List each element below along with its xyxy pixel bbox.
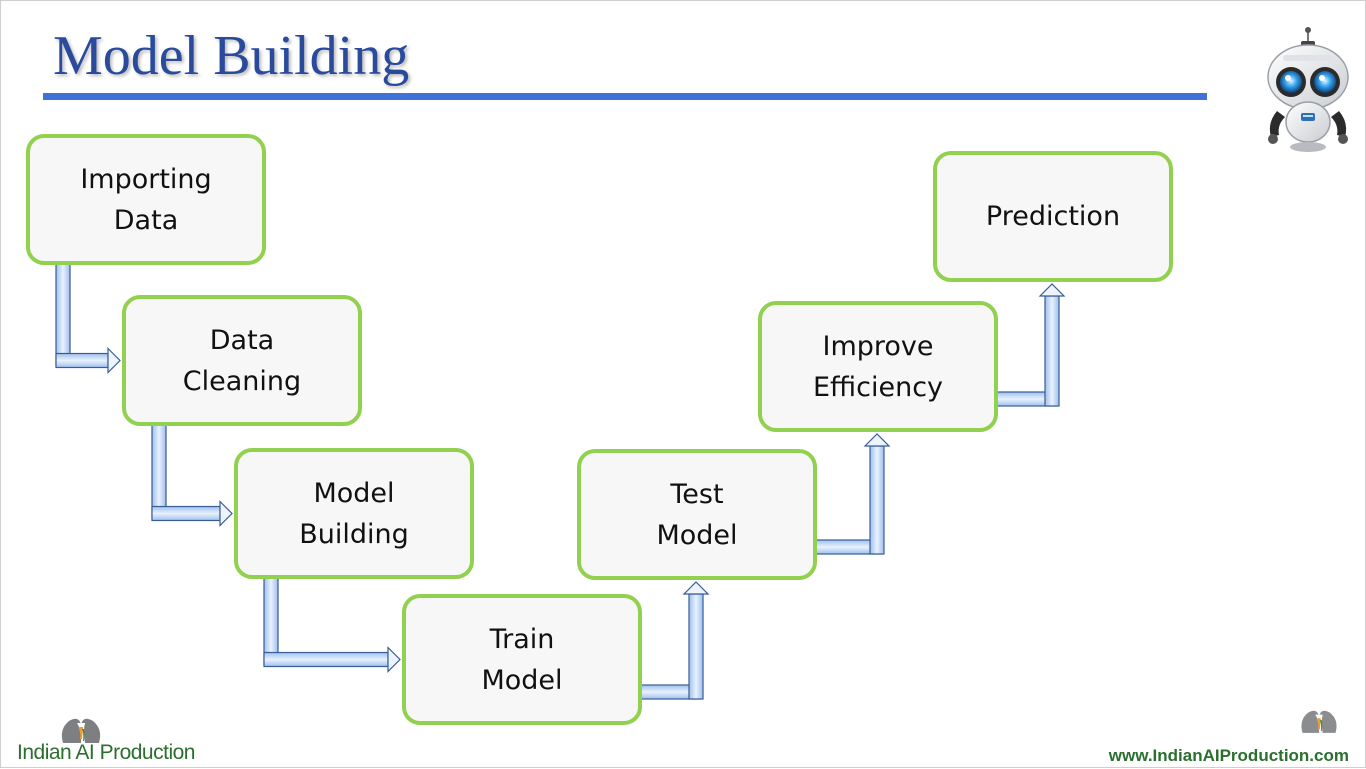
arrow-head-up <box>682 581 710 595</box>
arrow-shaft-right <box>55 352 109 369</box>
brand-logo: Indian AI Production <box>17 713 195 767</box>
step-box-train-model: Train Model <box>402 594 642 725</box>
step-box-improve-efficiency: Improve Efficiency <box>758 301 998 432</box>
arrow-head-up <box>863 433 891 447</box>
two-heads-logo-icon <box>61 718 101 743</box>
step-label: Model Building <box>299 477 409 550</box>
arrow-shaft-up <box>688 593 704 700</box>
arrow-shaft-down <box>151 423 167 520</box>
arrow-shaft-right <box>151 505 221 522</box>
arrow-shaft-right <box>263 651 389 668</box>
step-label: Prediction <box>985 201 1121 232</box>
title-underline <box>43 93 1207 100</box>
arrow-shaft-down <box>55 262 71 367</box>
step-box-importing-data: Importing Data <box>26 134 266 265</box>
arrow-head-up <box>1038 283 1066 297</box>
step-box-prediction: Prediction <box>933 151 1173 282</box>
arrow-shaft-down <box>263 576 279 666</box>
step-box-model-building: Model Building <box>234 448 474 579</box>
robot-icon <box>1267 27 1349 152</box>
brand-name: Indian AI Production <box>17 741 195 764</box>
arrow-shaft-up <box>869 445 885 555</box>
arrow-head-right <box>107 347 121 374</box>
step-label: Test Model <box>656 478 738 551</box>
step-label: Improve Efficiency <box>812 330 944 403</box>
step-label: Data Cleaning <box>182 324 302 397</box>
page-title: Model Building <box>53 25 410 87</box>
step-box-data-cleaning: Data Cleaning <box>122 295 362 426</box>
two-heads-logo-icon <box>1301 710 1337 733</box>
arrow-shaft-up <box>1044 295 1060 407</box>
website-url: www.IndianAIProduction.com <box>1108 746 1349 765</box>
step-label: Importing Data <box>80 163 212 236</box>
step-box-test-model: Test Model <box>577 449 817 580</box>
arrow-head-right <box>219 500 233 527</box>
step-label: Train Model <box>481 623 563 696</box>
arrow-head-right <box>387 646 401 673</box>
